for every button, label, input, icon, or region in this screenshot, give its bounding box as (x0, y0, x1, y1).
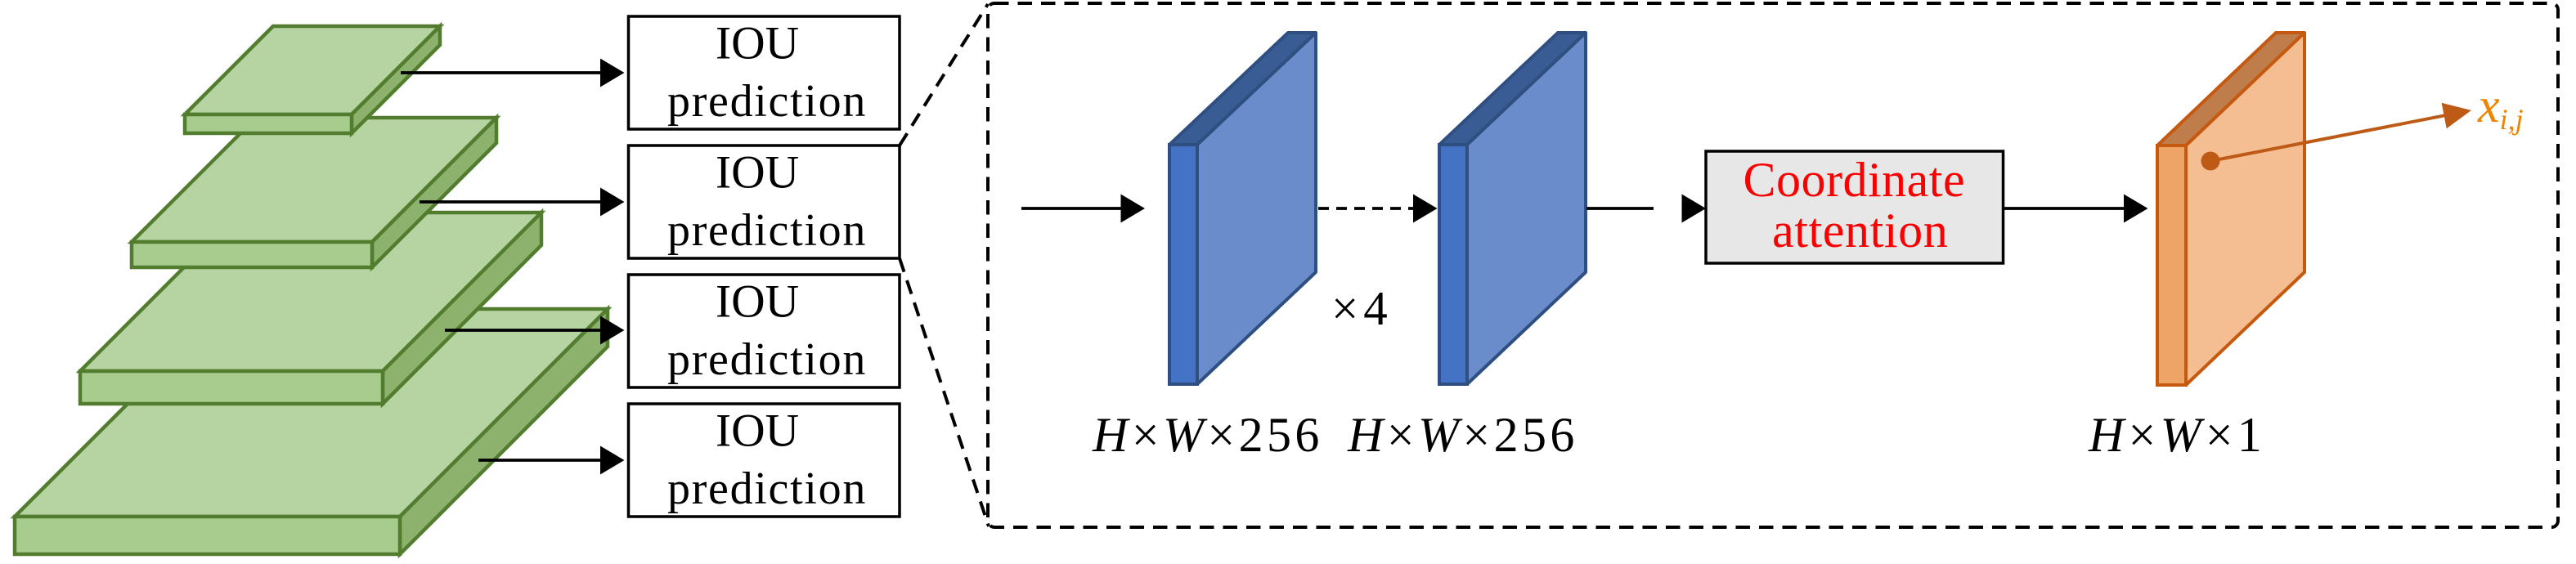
svg-text:H×W×256: H×W×256 (1347, 408, 1578, 462)
svg-text:IOU: IOU (716, 17, 799, 69)
svg-text:prediction: prediction (667, 334, 867, 385)
svg-text:attention: attention (1772, 204, 1948, 257)
svg-text:IOU: IOU (716, 405, 799, 456)
svg-text:×4: ×4 (1331, 281, 1393, 335)
svg-text:H×W×256: H×W×256 (1092, 408, 1323, 462)
svg-text:prediction: prediction (667, 76, 867, 127)
svg-text:prediction: prediction (667, 205, 867, 256)
svg-text:IOU: IOU (716, 275, 799, 327)
svg-text:IOU: IOU (716, 146, 799, 198)
svg-text:H×W×1: H×W×1 (2088, 408, 2266, 462)
svg-text:prediction: prediction (667, 463, 867, 514)
svg-text:Coordinate: Coordinate (1744, 153, 1966, 207)
